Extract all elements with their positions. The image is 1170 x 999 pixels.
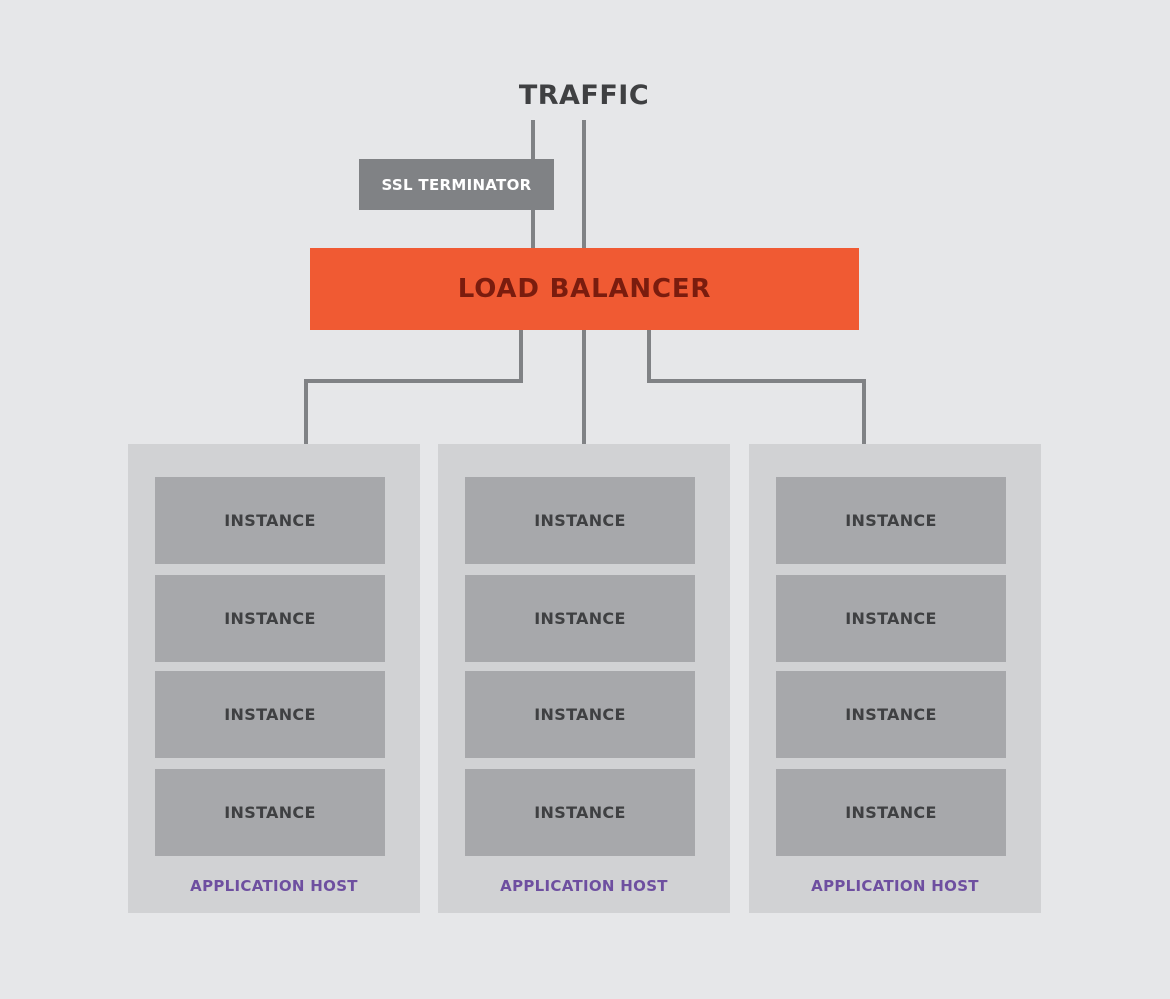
lb-to-host-3-line bbox=[647, 330, 866, 444]
instance-box: INSTANCE bbox=[776, 671, 1006, 758]
instance-box: INSTANCE bbox=[155, 575, 385, 662]
instance-box: INSTANCE bbox=[155, 671, 385, 758]
traffic-label: TRAFFIC bbox=[518, 80, 650, 111]
host-label: APPLICATION HOST bbox=[811, 877, 979, 895]
lb-to-host-1-line bbox=[304, 330, 523, 444]
instance-box: INSTANCE bbox=[465, 769, 695, 856]
instance-box: INSTANCE bbox=[776, 477, 1006, 564]
instance-box: INSTANCE bbox=[465, 671, 695, 758]
application-host-2: INSTANCE INSTANCE INSTANCE INSTANCE APPL… bbox=[438, 444, 730, 913]
instance-box: INSTANCE bbox=[155, 477, 385, 564]
application-host-3: INSTANCE INSTANCE INSTANCE INSTANCE APPL… bbox=[749, 444, 1041, 913]
instance-box: INSTANCE bbox=[776, 769, 1006, 856]
instance-box: INSTANCE bbox=[776, 575, 1006, 662]
instance-box: INSTANCE bbox=[465, 575, 695, 662]
instance-box: INSTANCE bbox=[155, 769, 385, 856]
instance-box: INSTANCE bbox=[465, 477, 695, 564]
load-balancer-box: LOAD BALANCER bbox=[310, 248, 859, 330]
host-label: APPLICATION HOST bbox=[190, 877, 358, 895]
host-label: APPLICATION HOST bbox=[500, 877, 668, 895]
application-host-1: INSTANCE INSTANCE INSTANCE INSTANCE APPL… bbox=[128, 444, 420, 913]
ssl-terminator-box: SSL TERMINATOR bbox=[359, 159, 554, 210]
